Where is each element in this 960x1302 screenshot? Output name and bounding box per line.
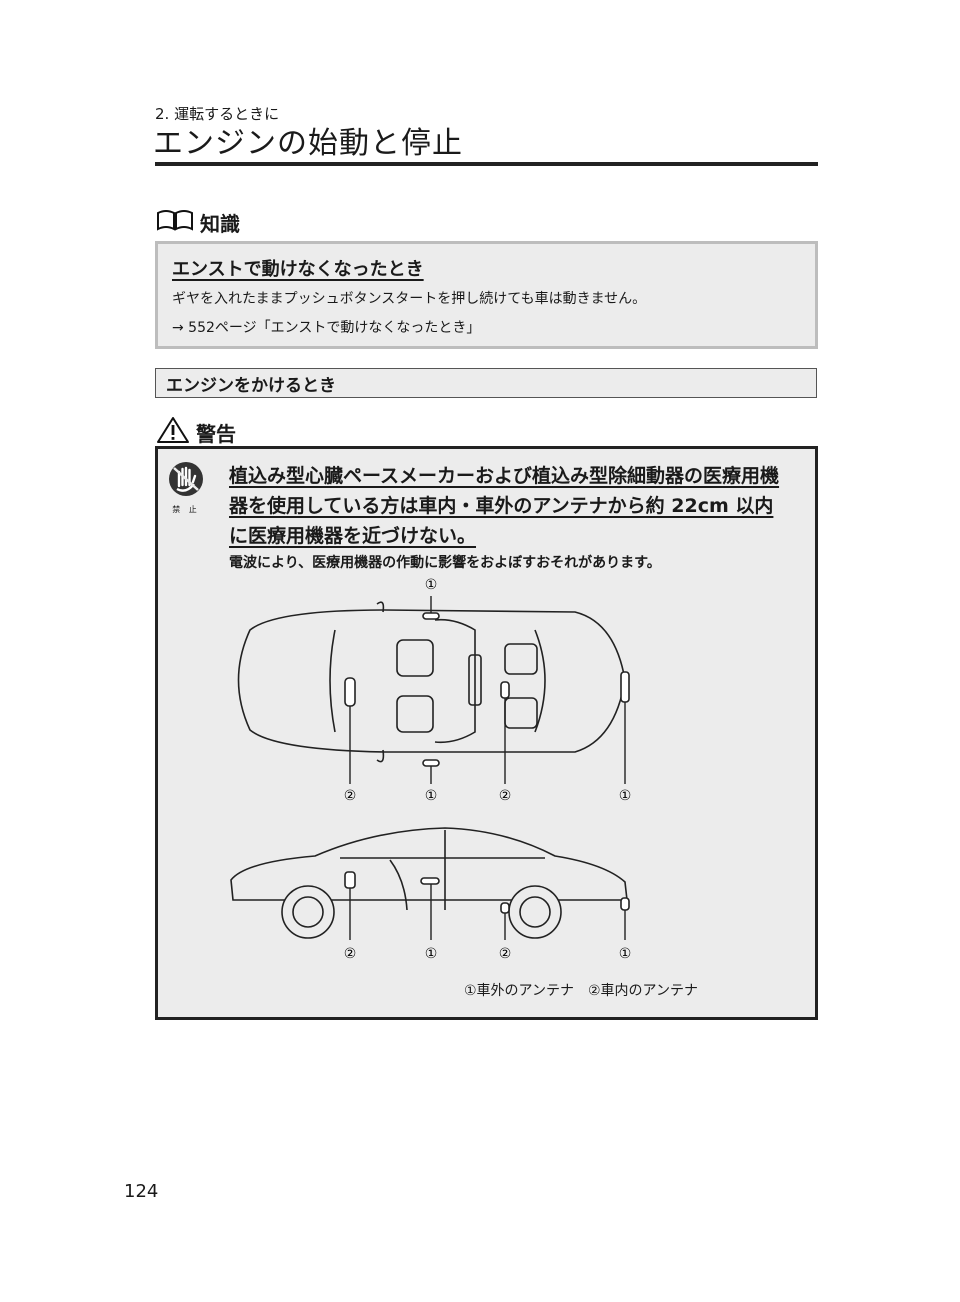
top-view-leader-lines [349, 596, 626, 784]
top-label-3: ① [425, 788, 438, 804]
car-side-view [230, 827, 628, 939]
car-top-view [237, 601, 626, 763]
knowledge-box [155, 241, 818, 349]
knowledge-title: エンストで動けなくなったとき [172, 259, 424, 280]
book-icon [156, 209, 194, 236]
antenna-location-diagram: ① ② ① ② ① ② ① ② ① [230, 577, 632, 962]
warning-box [155, 446, 818, 1020]
warning-heading-text: 警告 [196, 422, 236, 446]
top-label-1: ① [425, 577, 438, 593]
page-title: エンジンの始動と停止 [153, 126, 463, 161]
section-bar [155, 368, 817, 398]
side-view-antennas [344, 871, 630, 914]
side-label-1: ② [344, 946, 357, 962]
warning-text-line-3: に医療用機器を近づけない。 [229, 525, 477, 547]
warning-triangle-icon [156, 416, 190, 449]
side-view-leader-lines [349, 884, 626, 940]
side-label-4: ① [619, 946, 632, 962]
warning-text-line-2: 器を使用している方は車内・車外のアンテナから約 22cm 以内 [229, 495, 774, 517]
antenna-legend: ①車外のアンテナ ②車内のアンテナ [464, 983, 698, 999]
knowledge-heading: 知識 [156, 208, 240, 237]
prohibited-hand-icon: 禁 止 [166, 460, 206, 515]
top-label-2: ② [344, 788, 357, 804]
side-label-2: ① [425, 946, 438, 962]
chapter-label: 2. 運転するときに [155, 105, 280, 123]
warning-subtext: 電波により、医療用機器の作動に影響をおよぼすおそれがあります。 [229, 555, 661, 571]
knowledge-reference[interactable]: → 552ページ「エンストで動けなくなったとき」 [172, 320, 481, 336]
top-label-5: ① [619, 788, 632, 804]
section-title: エンジンをかけるとき [166, 376, 336, 396]
knowledge-heading-text: 知識 [200, 212, 240, 236]
knowledge-text: ギヤを入れたままプッシュボタンスタートを押し続けても車は動きません。 [172, 291, 647, 307]
top-view-antennas [344, 612, 630, 767]
warning-heading: 警告 [156, 416, 236, 449]
prohibit-label: 禁 止 [172, 505, 200, 514]
side-label-3: ② [499, 946, 512, 962]
warning-text-line-1: 植込み型心臓ペースメーカーおよび植込み型除細動器の医療用機 [229, 465, 780, 487]
title-rule [155, 162, 818, 166]
page-number: 124 [124, 1181, 159, 1202]
top-label-4: ② [499, 788, 512, 804]
